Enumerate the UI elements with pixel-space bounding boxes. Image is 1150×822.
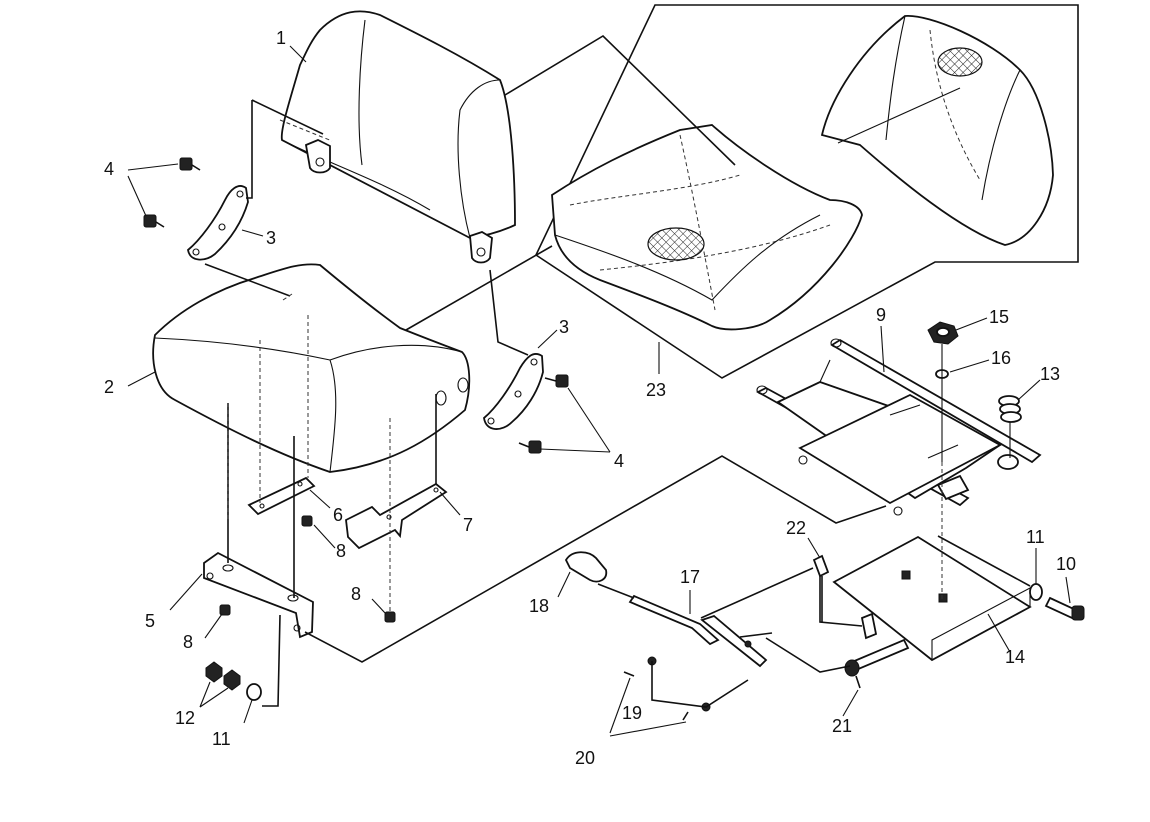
callout-3: 3 <box>266 228 276 248</box>
callout-21: 21 <box>832 716 852 736</box>
callout-15: 15 <box>989 307 1009 327</box>
callout-8: 8 <box>183 632 193 652</box>
callout-2: 2 <box>104 377 114 397</box>
callout-11: 11 <box>212 729 231 749</box>
pin-21 <box>844 638 910 689</box>
callout-9: 9 <box>876 305 886 325</box>
mount-plate-6 <box>247 476 316 516</box>
callout-6: 6 <box>333 505 343 525</box>
callout-10: 10 <box>1056 554 1076 574</box>
bolt-set-right <box>518 374 569 454</box>
callout-3: 3 <box>559 317 569 337</box>
callout-4: 4 <box>104 159 114 179</box>
callout-22: 22 <box>786 518 806 538</box>
callout-7: 7 <box>463 515 473 535</box>
callout-leaders <box>127 45 1071 737</box>
callout-16: 16 <box>991 348 1011 368</box>
callout-13: 13 <box>1040 364 1060 384</box>
bolt-set-left <box>143 157 201 228</box>
front-bracket <box>203 551 314 639</box>
bolt-10 <box>1044 596 1085 621</box>
callout-19: 19 <box>622 703 642 723</box>
callout-8: 8 <box>336 541 346 561</box>
base-plate <box>832 535 1032 662</box>
callout-11: 11 <box>1026 527 1045 547</box>
mount-plate-7 <box>345 482 448 550</box>
callout-18: 18 <box>529 596 549 616</box>
spring-13 <box>998 395 1022 423</box>
callout-17: 17 <box>680 567 700 587</box>
callout-labels: 1 2 3 3 4 4 5 6 7 8 8 8 9 10 11 11 12 13… <box>104 28 1076 768</box>
callout-23: 23 <box>646 380 666 400</box>
rod-22 <box>812 554 830 622</box>
callout-12: 12 <box>175 708 195 728</box>
nuts-12 <box>205 661 241 691</box>
callout-8: 8 <box>351 584 361 604</box>
pins-20 <box>623 671 689 721</box>
callout-14: 14 <box>1005 647 1025 667</box>
callout-1: 1 <box>276 28 286 48</box>
lever-17 <box>628 594 768 668</box>
knob-15 <box>927 321 959 345</box>
backrest-cushion <box>280 10 516 264</box>
callout-5: 5 <box>145 611 155 631</box>
seat-cushion <box>152 263 471 473</box>
assembly-lines <box>204 34 1031 708</box>
callout-4: 4 <box>614 451 624 471</box>
side-bracket-right <box>483 353 544 430</box>
callout-20: 20 <box>575 748 595 768</box>
side-bracket-left <box>187 185 249 261</box>
nuts-8 <box>219 515 396 623</box>
grip-18 <box>564 551 608 583</box>
cushion-set-inset <box>534 4 1079 379</box>
